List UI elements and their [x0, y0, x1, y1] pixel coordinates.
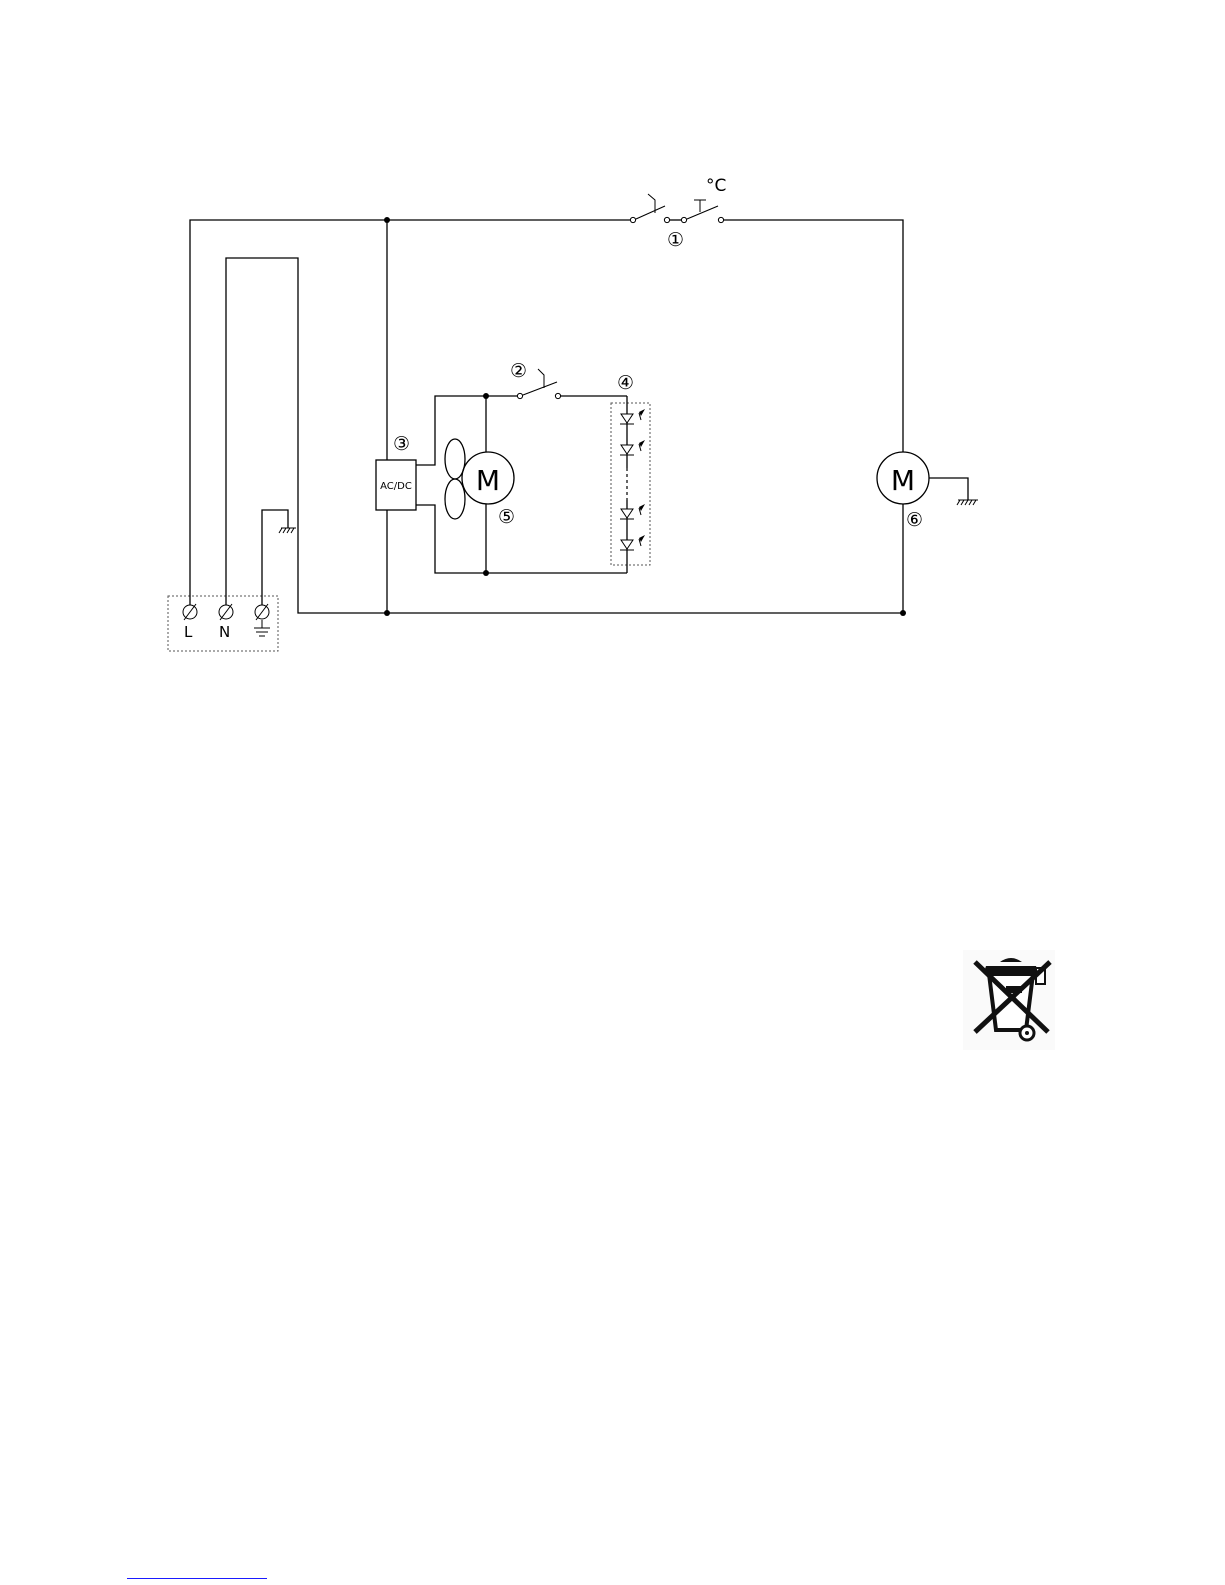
compressor-ground-symbol	[957, 500, 978, 505]
door-switch-1	[630, 194, 669, 223]
compressor-motor-symbol: M	[891, 464, 915, 497]
callout-5: ⑤	[498, 506, 515, 528]
dc-negative-wire	[416, 505, 627, 573]
terminal-n-label: N	[219, 623, 230, 641]
thermostat-switch	[681, 200, 723, 223]
earth-wire	[262, 510, 288, 605]
terminal-l-label: L	[184, 623, 193, 641]
callout-1: ①	[667, 229, 684, 251]
led-2	[620, 440, 645, 455]
ac-dc-converter: AC/DC	[376, 460, 416, 510]
callout-4: ④	[617, 372, 634, 394]
callout-3: ③	[393, 433, 410, 455]
earth-ground-symbol	[279, 528, 296, 533]
crossed-out-wheelie-bin-icon	[963, 950, 1055, 1050]
callout-6: ⑥	[906, 509, 923, 531]
fan-motor-symbol: M	[476, 464, 500, 497]
compressor-motor: M	[877, 452, 929, 504]
callout-2: ②	[510, 360, 527, 382]
terminal-earth	[254, 604, 270, 636]
led-3	[620, 504, 645, 519]
led-4	[620, 535, 645, 550]
live-wire	[190, 220, 630, 605]
led-1	[620, 409, 645, 424]
compressor-feed-wire	[724, 220, 903, 452]
fan-motor: M	[462, 452, 514, 504]
terminal-n: N	[219, 604, 233, 641]
dc-positive-wire	[416, 396, 517, 465]
thermostat-label: °C	[706, 176, 726, 196]
footer-rule	[127, 1578, 267, 1579]
converter-label: AC/DC	[380, 481, 412, 492]
neutral-wire	[226, 258, 903, 613]
terminal-l: L	[183, 604, 197, 641]
